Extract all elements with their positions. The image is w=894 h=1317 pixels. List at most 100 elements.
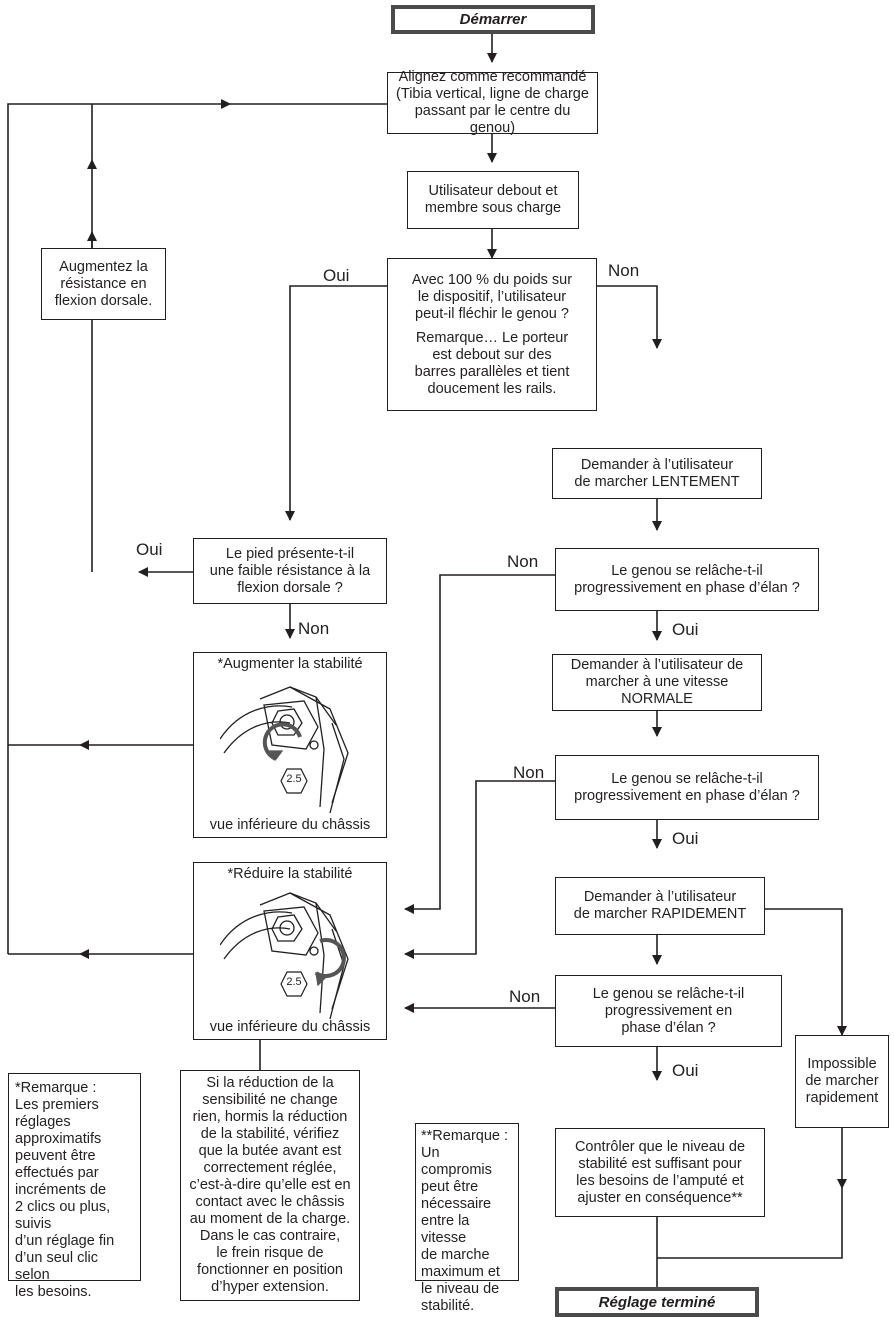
note-line: incréments de — [15, 1182, 107, 1198]
note-line: Un compromis — [421, 1145, 492, 1178]
walk-fast-line: Demander à l’utilisateur — [583, 889, 737, 905]
note-line: de marche — [421, 1247, 490, 1263]
check-stability-line: Contrôler que le niveau de — [574, 1138, 746, 1155]
question-knee-1-box: Le genou se relâche-t-il progressivement… — [555, 548, 819, 611]
increase-stability-footer: vue inférieure du châssis — [209, 817, 371, 833]
note-line: stabilité. — [421, 1298, 475, 1314]
connector — [404, 574, 555, 914]
note-line: barres parallèles et tient — [414, 363, 570, 380]
increase-stability-box: *Augmenter la stabilité 2.5 vue inférieu… — [193, 652, 387, 838]
note-line: Si la réduction de la — [206, 1075, 334, 1091]
standing-line: membre sous charge — [424, 200, 562, 216]
connector — [764, 908, 847, 1036]
question-knee-3-box: Le genou se relâche-t-il progressivement… — [555, 975, 782, 1047]
start-terminal: Démarrer — [391, 5, 595, 34]
check-stability-line: les besoins de l’amputé et — [576, 1172, 744, 1189]
walk-fast-box: Demander à l’utilisateur de marcher RAPI… — [555, 877, 765, 935]
note-line: d’un seul clic selon — [15, 1250, 99, 1283]
note-line: contact avec le châssis — [195, 1194, 345, 1210]
label-oui-flex: Oui — [323, 266, 350, 285]
hex-key-icon — [280, 768, 308, 794]
walk-fast-line: de marcher RAPIDEMENT — [573, 906, 747, 922]
note-line: 2 clics ou plus, suivis — [15, 1199, 111, 1232]
label-non-knee3: Non — [509, 987, 541, 1006]
start-label: Démarrer — [459, 11, 527, 28]
cannot-walk-fast-line: de marcher — [805, 1073, 879, 1089]
reduce-stability-footer: vue inférieure du châssis — [209, 1019, 371, 1035]
note-line: est debout sur des — [432, 346, 552, 363]
note-line: approximatifs — [15, 1131, 102, 1147]
label-non-knee2: Non — [513, 763, 545, 782]
increase-resistance-box: Augmentez la résistance en flexion dorsa… — [41, 248, 166, 320]
note-star-box: *Remarque : Les premiers réglages approx… — [8, 1073, 141, 1300]
cannot-walk-fast-line: rapidement — [805, 1090, 879, 1106]
check-stability-box: Contrôler que le niveau de stabilité est… — [555, 1128, 765, 1217]
note-line: c’est-à-dire qu’elle est en — [189, 1177, 351, 1193]
note-line: fonctionner en position — [197, 1262, 343, 1278]
note-line: **Remarque : — [421, 1128, 509, 1144]
connector — [7, 99, 231, 954]
question-line: le dispositif, l’utilisateur — [417, 288, 567, 305]
reduce-stability-caption: *Réduire la stabilité — [227, 866, 353, 882]
note-line: peuvent être — [15, 1148, 96, 1164]
note-line: correctement réglée, — [203, 1160, 337, 1176]
question-foot-box: Le pied présente-t-il une faible résista… — [193, 538, 387, 604]
note-line: de la stabilité, vérifiez — [200, 1126, 340, 1142]
note-line: que la butée avant est — [198, 1143, 342, 1159]
chassis-illustration — [220, 686, 349, 814]
connector — [404, 780, 555, 959]
walk-slow-box: Demander à l’utilisateur de marcher LENT… — [552, 448, 762, 499]
question-line: flexion dorsale ? — [237, 579, 343, 596]
note-line: Les premiers — [15, 1097, 99, 1113]
note-line: peut être — [421, 1179, 479, 1195]
note-line: d’un réglage fin — [15, 1233, 115, 1249]
note-line: le frein risque de — [216, 1245, 324, 1261]
question-line: Le genou se relâche-t-il — [592, 985, 745, 1002]
note-line: rien, hormis la réduction — [192, 1109, 348, 1125]
standing-line: Utilisateur debout et — [428, 183, 558, 199]
label-non-foot: Non — [298, 619, 330, 638]
note-line: Dans le cas contraire, — [199, 1228, 341, 1244]
hex-key-icon — [280, 971, 308, 997]
standing-box: Utilisateur debout et membre sous charge — [407, 171, 579, 229]
connector — [597, 285, 662, 349]
note-line: Remarque… Le porteur — [415, 329, 569, 346]
align-line: (Tibia vertical, ligne de charge — [396, 86, 589, 102]
chassis-illustration — [220, 892, 349, 1020]
cannot-walk-fast-box: Impossible de marcher rapidement — [795, 1035, 889, 1128]
question-line: Le genou se relâche-t-il — [611, 770, 763, 787]
walk-normal-box: Demander à l’utilisateur de marcher à un… — [552, 654, 762, 711]
check-stability-line: stabilité est suffisant pour — [578, 1155, 742, 1172]
question-flex-box: Avec 100 % du poids sur le dispositif, l… — [387, 258, 597, 411]
hex-key-size: 2.5 — [286, 976, 302, 988]
label-non-flex: Non — [608, 261, 640, 280]
question-line: progressivement en phase d’élan ? — [574, 579, 800, 596]
question-line: progressivement en phase d’élan ? — [574, 787, 800, 804]
question-line: progressivement en — [604, 1002, 733, 1019]
note-line: sensibilité ne change — [202, 1092, 338, 1108]
note-line: effectués par — [15, 1165, 99, 1181]
note-double-star-box: **Remarque : Un compromis peut être néce… — [415, 1123, 519, 1314]
question-line: Le pied présente-t-il — [225, 545, 355, 562]
label-oui-foot: Oui — [136, 540, 163, 559]
note-reduce-box: Si la réduction de la sensibilité ne cha… — [180, 1070, 360, 1301]
question-line: peut-il fléchir le genou ? — [415, 305, 569, 322]
note-line: au moment de la charge. — [189, 1211, 351, 1227]
align-line: Alignez comme recommandé — [398, 69, 587, 85]
increase-resistance-line: Augmentez la — [59, 258, 148, 275]
hex-key-size: 2.5 — [286, 773, 302, 785]
reduce-stability-box: *Réduire la stabilité 2.5 vue inférieure… — [193, 862, 387, 1040]
note-line: d’hyper extension. — [211, 1279, 329, 1295]
note-line: les besoins. — [15, 1284, 92, 1300]
label-non-knee1: Non — [507, 552, 539, 571]
walk-slow-line: Demander à l’utilisateur — [580, 456, 734, 473]
note-line: nécessaire — [421, 1196, 492, 1212]
connector — [285, 285, 387, 521]
note-line: *Remarque : — [15, 1080, 97, 1096]
label-oui-knee1: Oui — [672, 620, 699, 639]
label-oui-knee2: Oui — [672, 829, 699, 848]
note-line: entre la vitesse — [421, 1213, 470, 1246]
note-line: le niveau de — [421, 1281, 500, 1297]
note-line: maximum et — [421, 1264, 500, 1280]
